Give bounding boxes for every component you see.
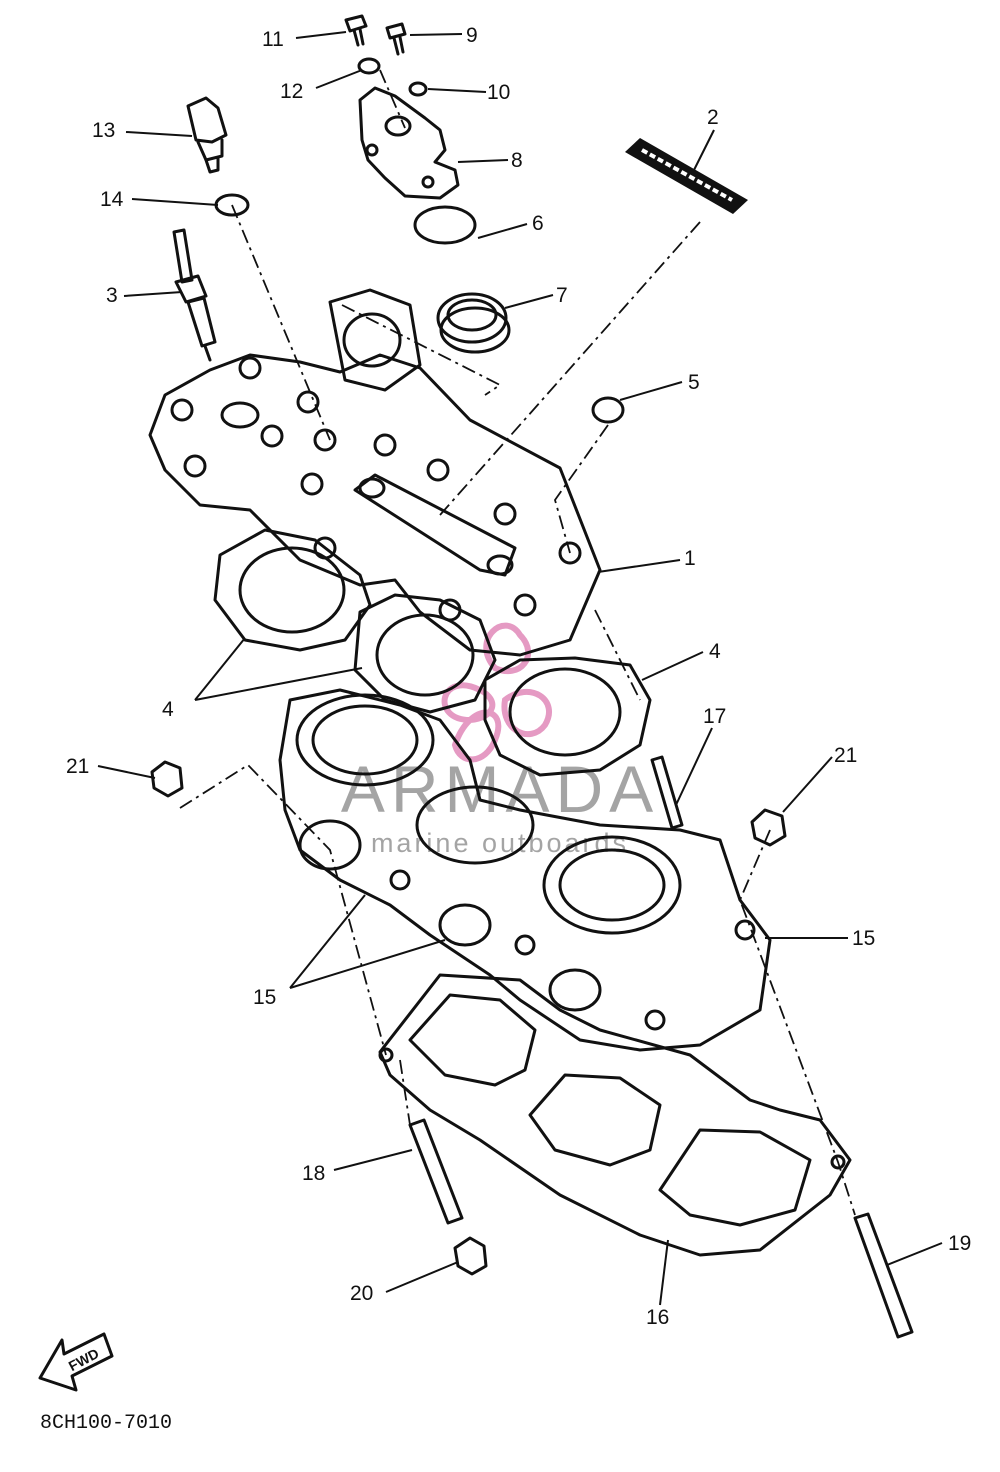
cylinder-head-1 <box>148 288 602 657</box>
callout-21b: 21 <box>834 744 857 767</box>
stud-18 <box>408 1118 464 1225</box>
leader-lines <box>97 31 943 1306</box>
callout-20: 20 <box>350 1282 373 1305</box>
nut-5 <box>591 396 625 424</box>
cylinder-block-15 <box>278 688 772 1052</box>
callout-14: 14 <box>100 188 124 211</box>
spark-plug-3 <box>172 228 217 362</box>
stud-19 <box>853 1212 914 1339</box>
callout-3: 3 <box>106 284 118 307</box>
thermostat-cover-8 <box>358 86 460 200</box>
callout-15b: 15 <box>852 927 875 950</box>
temperature-sensor-13 <box>186 96 228 174</box>
callout-12: 12 <box>280 80 303 103</box>
watermark-flower-logo <box>441 622 552 763</box>
drawing-code: 8CH100-7010 <box>40 1412 172 1435</box>
callout-4b: 4 <box>709 640 721 663</box>
callout-18: 18 <box>302 1162 325 1185</box>
fwd-arrow: FWD <box>38 1332 114 1392</box>
armada-watermark: ARMADA marine outboards <box>341 622 653 858</box>
callout-1: 1 <box>684 547 696 570</box>
washer-12 <box>357 57 381 75</box>
callout-2: 2 <box>707 106 719 129</box>
callout-13: 13 <box>92 119 115 142</box>
callout-4a: 4 <box>162 698 174 721</box>
bolt-11 <box>344 14 368 47</box>
callout-17: 17 <box>703 705 726 728</box>
callout-6: 6 <box>532 212 544 235</box>
head-gasket-4 <box>213 528 652 777</box>
callout-19: 19 <box>948 1232 971 1255</box>
thermostat-7 <box>436 292 511 354</box>
callout-5: 5 <box>688 371 700 394</box>
decal-2 <box>625 138 748 214</box>
base-gasket-16 <box>378 973 852 1257</box>
callout-10: 10 <box>487 81 510 104</box>
callout-21a: 21 <box>66 755 89 778</box>
nut-21-right <box>750 808 787 847</box>
o-ring-6 <box>413 205 477 245</box>
callout-7: 7 <box>556 284 568 307</box>
callout-16: 16 <box>646 1306 669 1329</box>
callouts: 1 2 3 4 4 5 6 7 8 9 10 11 12 13 14 15 15… <box>66 24 971 1329</box>
bolt-9 <box>385 22 407 56</box>
stud-17 <box>650 755 684 830</box>
watermark-tagline: marine outboards <box>371 828 629 858</box>
callout-9: 9 <box>466 24 478 47</box>
callout-15a: 15 <box>253 986 276 1009</box>
nut-20 <box>453 1236 488 1276</box>
callout-8: 8 <box>511 149 523 172</box>
washer-10 <box>408 81 428 97</box>
assembly-lines <box>179 69 856 1216</box>
nut-21-left <box>150 760 184 798</box>
callout-11: 11 <box>262 28 284 51</box>
